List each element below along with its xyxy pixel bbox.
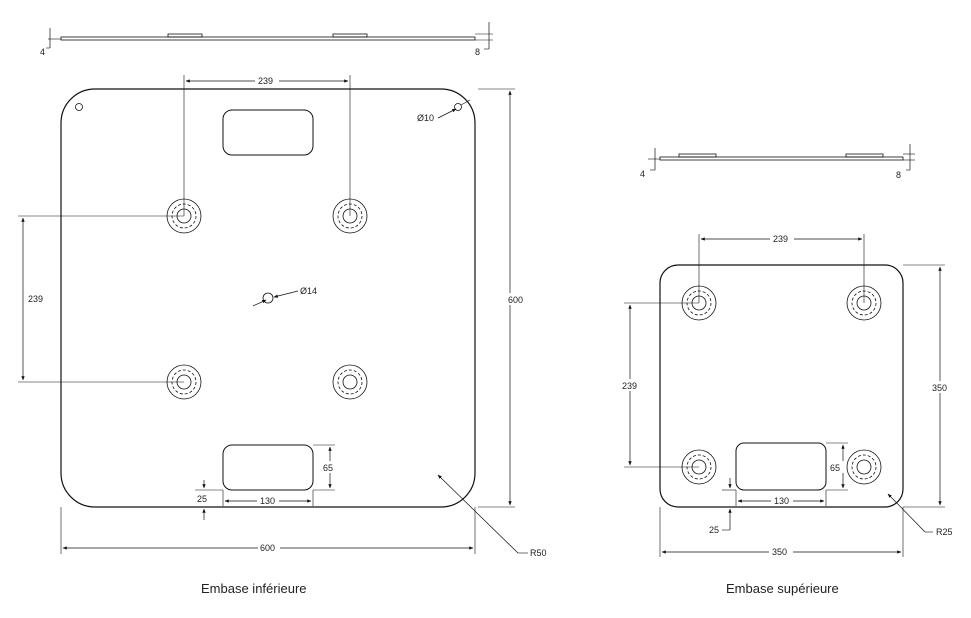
- upper-slot-height-dim: 65: [830, 463, 840, 473]
- lower-side-insert-left: [167, 33, 203, 38]
- upper-width-dim: 350: [772, 547, 787, 557]
- lower-center-hole-label: Ø14: [300, 286, 317, 296]
- lower-slot-offset-dim: 25: [197, 494, 207, 504]
- upper-slot-offset-dim: 25: [709, 525, 719, 535]
- upper-side-dim-right: 8: [896, 170, 901, 180]
- upper-height-dim: 350: [932, 383, 947, 393]
- lower-base-caption: Embase inférieure: [201, 581, 307, 596]
- lower-side-dim-right: 8: [475, 47, 480, 57]
- upper-bolt-spacing-x: 239: [773, 234, 788, 244]
- upper-side-dim-left: 4: [640, 169, 645, 179]
- lower-small-hole-label: Ø10: [417, 113, 434, 123]
- upper-base-view: 4 8 239: [620, 144, 953, 596]
- lower-base-view: 4 8 Ø10: [18, 22, 547, 596]
- upper-side-insert-right: [845, 153, 884, 158]
- lower-slot-top: [222, 109, 314, 156]
- lower-small-hole-left: [75, 103, 83, 111]
- lower-small-hole-right: [454, 103, 462, 111]
- upper-base-caption: Embase supérieure: [726, 581, 839, 596]
- lower-width-dim: 600: [260, 543, 275, 553]
- upper-bolt-hole: [846, 449, 882, 485]
- upper-side-insert-left: [678, 153, 717, 158]
- upper-corner-radius: R25: [936, 527, 953, 537]
- lower-height-dim: 600: [508, 295, 523, 305]
- lower-corner-radius: R50: [530, 548, 547, 558]
- lower-bolt-hole: [332, 364, 368, 400]
- upper-bolt-spacing-y: 239: [622, 381, 637, 391]
- lower-slot-width-dim: 130: [260, 496, 275, 506]
- upper-side-view: 4 8: [640, 144, 915, 180]
- upper-side-plate: [659, 156, 904, 161]
- lower-slot-height-dim: 65: [323, 463, 333, 473]
- upper-slot-width-dim: 130: [774, 496, 789, 506]
- lower-side-insert-right: [332, 33, 368, 38]
- upper-slot: [735, 442, 827, 491]
- lower-side-view: 4 8: [40, 22, 493, 57]
- lower-side-plate: [60, 36, 476, 41]
- lower-bolt-spacing-y: 239: [28, 294, 43, 304]
- lower-plate-outline: [60, 88, 476, 508]
- lower-slot-bottom: [222, 444, 314, 491]
- lower-side-dim-left: 4: [40, 47, 45, 57]
- lower-bolt-spacing-x: 239: [258, 76, 273, 86]
- lower-center-hole: [262, 292, 274, 304]
